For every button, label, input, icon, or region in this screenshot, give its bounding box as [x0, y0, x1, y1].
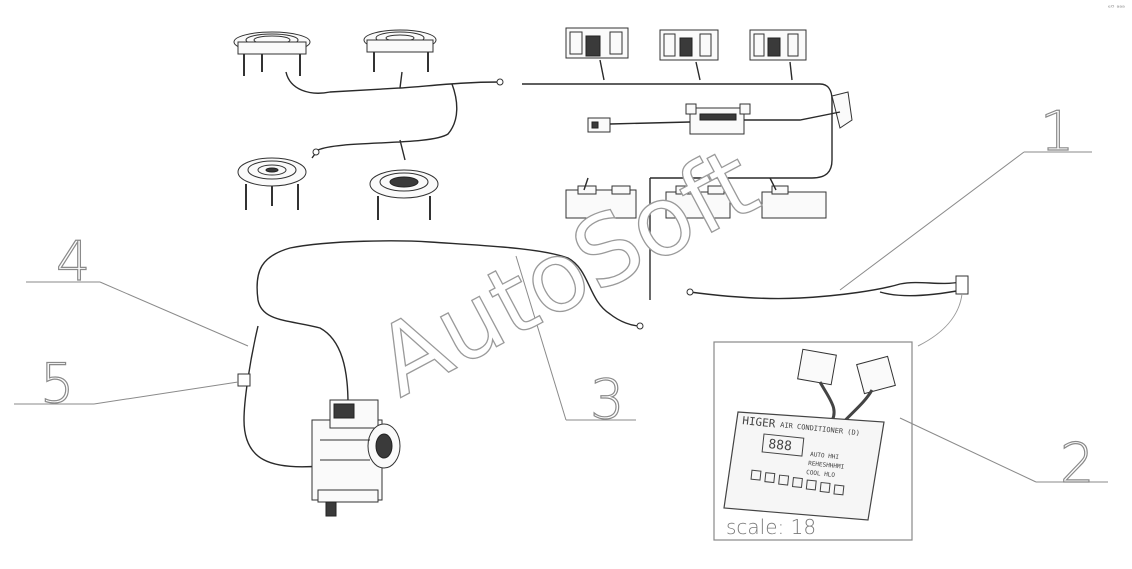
- leader-lines: [14, 151, 1108, 483]
- blower-1: [565, 27, 629, 59]
- fan-harness: [285, 71, 501, 161]
- callout-5: 5: [40, 352, 74, 415]
- panel-mode-1: AUTO HHI: [810, 451, 840, 461]
- callout-4: 4: [56, 230, 90, 293]
- control-panel-inset: HIGER AIR CONDITIONER (D) 888 AUTO HHI R…: [713, 341, 913, 541]
- module-harness: [609, 111, 841, 125]
- panel-brand: HIGER: [742, 414, 777, 430]
- callout-2: 2: [1060, 432, 1094, 495]
- blower-3: [749, 29, 807, 61]
- blower-harness: [522, 59, 843, 179]
- fan-top-right: [363, 29, 437, 72]
- lower-harness: [583, 177, 777, 300]
- lower-blowers: [565, 185, 827, 219]
- panel-mode-3: COOL HLO: [806, 469, 836, 479]
- panel-buttons: [750, 469, 845, 496]
- fan-top-left: [233, 31, 311, 76]
- compressor: [311, 399, 401, 517]
- panel-mode-2: REHESHHHMI: [808, 460, 845, 471]
- fan-bottom-left: [237, 157, 307, 210]
- callout-1: 1: [1040, 100, 1074, 163]
- watermark: AutoSoft: [358, 126, 775, 418]
- control-module: [587, 103, 751, 135]
- panel-display: 888: [768, 437, 793, 454]
- blower-2: [659, 29, 719, 61]
- callout-3: 3: [590, 368, 624, 431]
- scale-label: scale: 18: [726, 515, 816, 539]
- connector-5: [237, 373, 251, 387]
- panel-harness: [689, 281, 963, 300]
- main-harness: [243, 240, 641, 468]
- fan-bottom-right: [369, 169, 439, 220]
- corner-mark: ᵉᴼ ᵃᵃᵃ: [1108, 4, 1125, 12]
